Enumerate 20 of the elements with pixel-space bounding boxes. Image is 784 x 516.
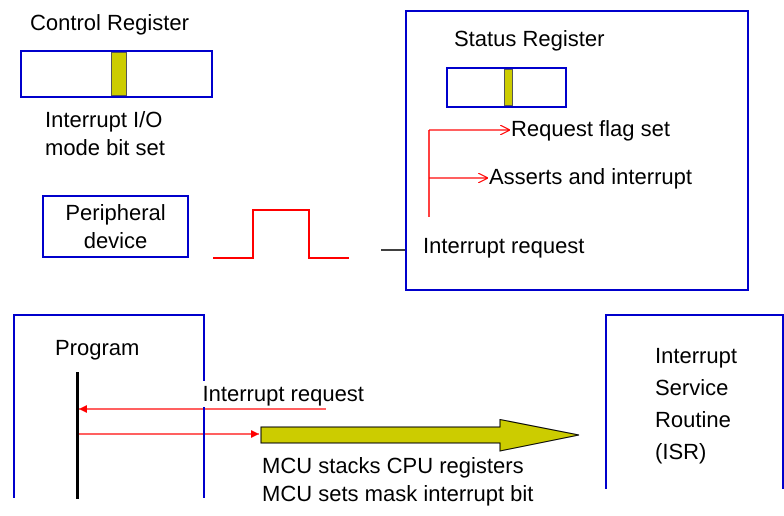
- arrow: [429, 172, 489, 184]
- node-label: MCU sets mask interrupt bit: [262, 480, 534, 508]
- panel-box: [405, 10, 749, 291]
- signal-label: Interrupt request: [423, 233, 584, 259]
- region-title: Interrupt Service Routine (ISR): [655, 342, 738, 466]
- arrow: [79, 430, 259, 438]
- region-box: [13, 314, 205, 498]
- arrow: [429, 124, 511, 136]
- timeline-bar: [76, 372, 79, 499]
- register-name: Control Register: [30, 10, 189, 36]
- register-name: Status Register: [454, 26, 604, 52]
- region-box: [605, 314, 784, 489]
- arrow: [79, 405, 326, 413]
- device-box: Peripheral device: [42, 195, 189, 258]
- node-label: Interrupt I/O mode bit set: [45, 106, 166, 162]
- region-title: Program: [55, 334, 140, 362]
- status-text: Asserts and interrupt: [489, 164, 692, 190]
- node-label: MCU stacks CPU registers: [262, 452, 525, 480]
- status-text: Request flag set: [511, 116, 670, 142]
- edge-label: Interrupt request: [202, 381, 364, 407]
